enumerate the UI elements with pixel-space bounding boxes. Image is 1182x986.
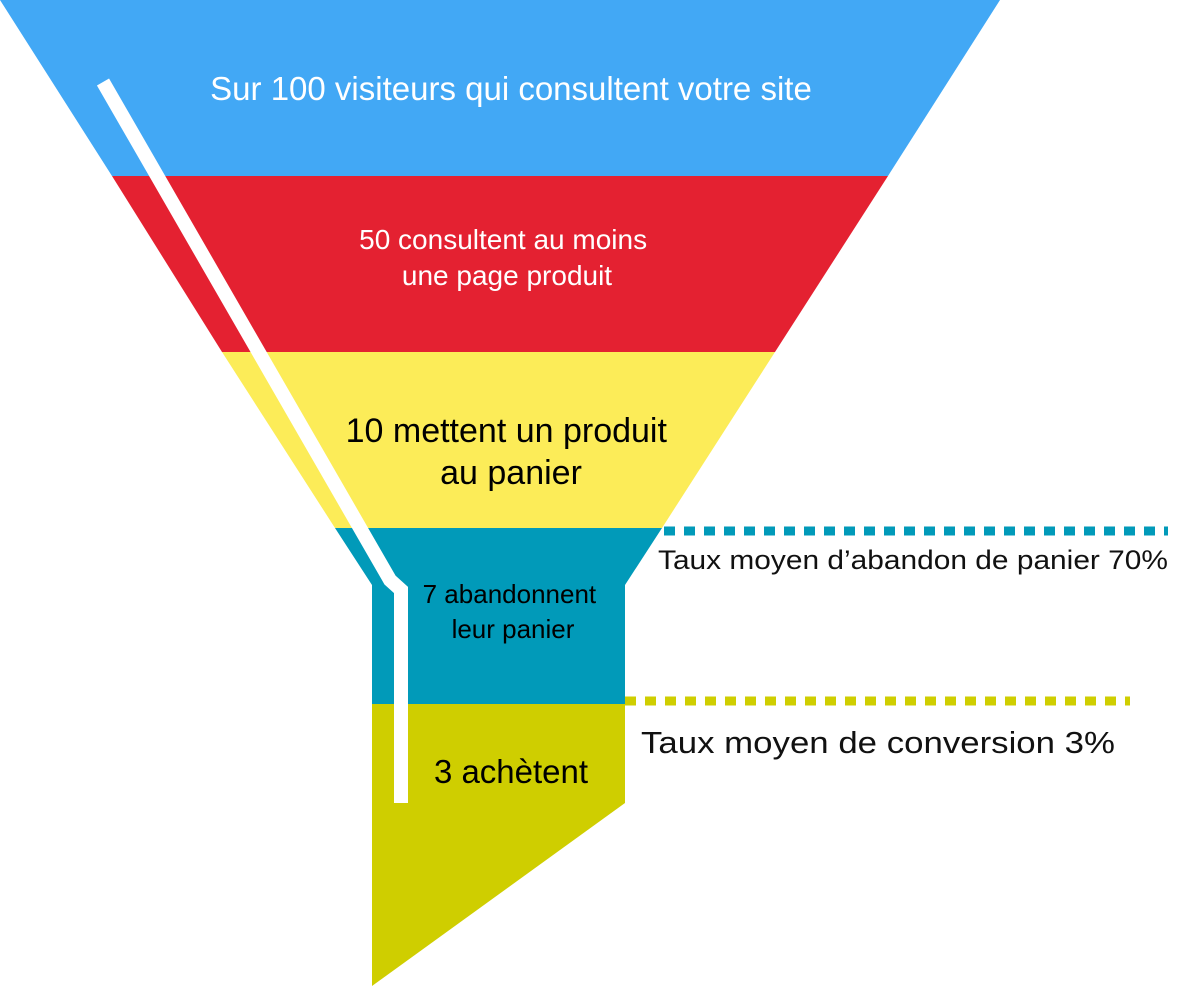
funnel-band-visitors [0, 0, 1000, 176]
stage-label-product-page-line-2: une page produit [402, 260, 612, 291]
stage-label-buy-line-1: 3 achètent [434, 753, 588, 790]
stage-label-add-to-cart: 10 mettent un produit au panier [346, 412, 677, 492]
funnel-band-product-page [112, 176, 888, 352]
stage-label-product-page-line-1: 50 consultent au moins [359, 224, 647, 255]
stage-label-abandon: 7 abandonnent leur panier [423, 579, 604, 644]
stage-label-product-page: 50 consultent au moins une page produit [359, 224, 655, 291]
stage-label-add-to-cart-line-2: au panier [440, 454, 582, 492]
stage-label-abandon-line-1: 7 abandonnent [423, 579, 597, 609]
funnel-band-add-to-cart [222, 352, 775, 528]
stage-label-visitors: Sur 100 visiteurs qui consultent votre s… [210, 70, 812, 107]
funnel-pipe-line [96, 78, 408, 803]
stage-label-add-to-cart-line-1: 10 mettent un produit [346, 412, 668, 450]
stage-label-abandon-line-2: leur panier [452, 614, 575, 644]
conversion-rate-label: Taux moyen de conversion 3% [641, 725, 1115, 760]
stage-label-buy: 3 achètent [434, 753, 588, 790]
funnel-band-abandon [335, 528, 662, 704]
stage-label-visitors-line-1: Sur 100 visiteurs qui consultent votre s… [210, 70, 812, 107]
funnel-band-buy [372, 704, 625, 986]
abandon-rate-label: Taux moyen d’abandon de panier 70% [658, 545, 1168, 575]
